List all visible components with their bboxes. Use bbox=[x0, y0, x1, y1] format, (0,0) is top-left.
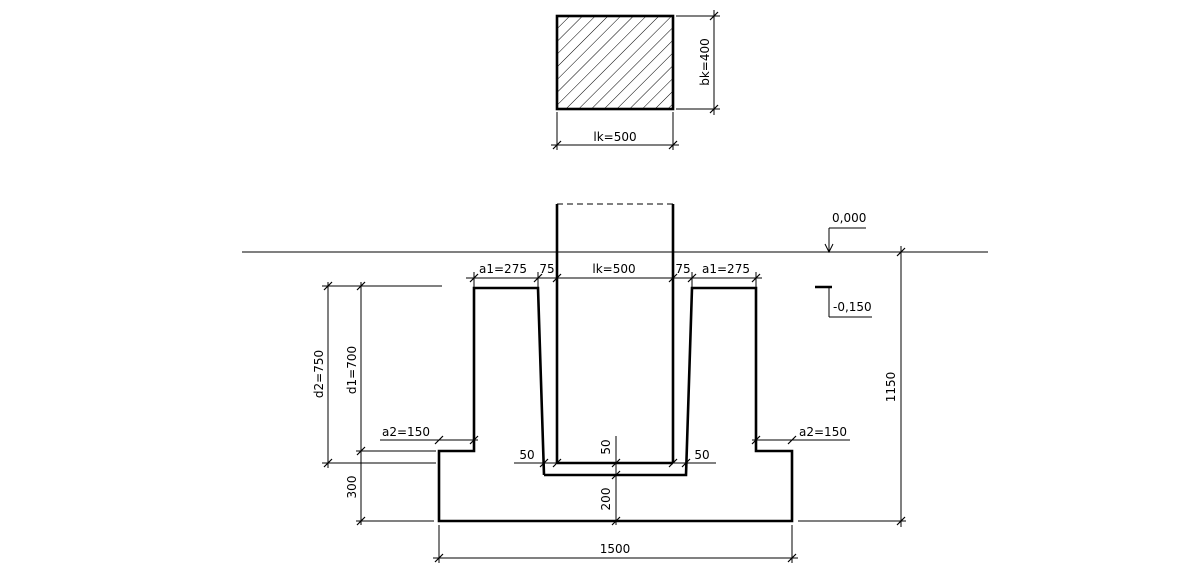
column-section-hatched bbox=[555, 14, 675, 111]
section-view: 0,000 -0,150 a1=275 75 lk=500 75 a1=275 … bbox=[242, 203, 988, 563]
center-gap-bottom-label: 50 bbox=[599, 439, 613, 454]
right-a2-label: a2=150 bbox=[799, 425, 847, 439]
right-gap-bottom-label: 50 bbox=[694, 448, 709, 462]
left-a2-label: a2=150 bbox=[382, 425, 430, 439]
d2-label: d2=750 bbox=[312, 350, 326, 398]
center-bottom-label: 200 bbox=[599, 488, 613, 511]
top-left-gap-label: 75 bbox=[539, 262, 554, 276]
plan-width-label: lk=500 bbox=[593, 130, 636, 144]
plan-height-label: bk=400 bbox=[698, 38, 712, 86]
top-right-a1-label: a1=275 bbox=[702, 262, 750, 276]
level-cup-bottom-label: -0,150 bbox=[833, 300, 872, 314]
d1-label: d1=700 bbox=[345, 346, 359, 394]
plan-view: lk=500 bk=400 bbox=[551, 10, 720, 150]
top-left-a1-label: a1=275 bbox=[479, 262, 527, 276]
left-gap-bottom-label: 50 bbox=[519, 448, 534, 462]
level-zero-label: 0,000 bbox=[832, 211, 866, 225]
top-right-gap-label: 75 bbox=[675, 262, 690, 276]
total-height-label: 1150 bbox=[884, 372, 898, 403]
top-column-label: lk=500 bbox=[592, 262, 635, 276]
total-width-label: 1500 bbox=[600, 542, 631, 556]
height-300-label: 300 bbox=[345, 476, 359, 499]
